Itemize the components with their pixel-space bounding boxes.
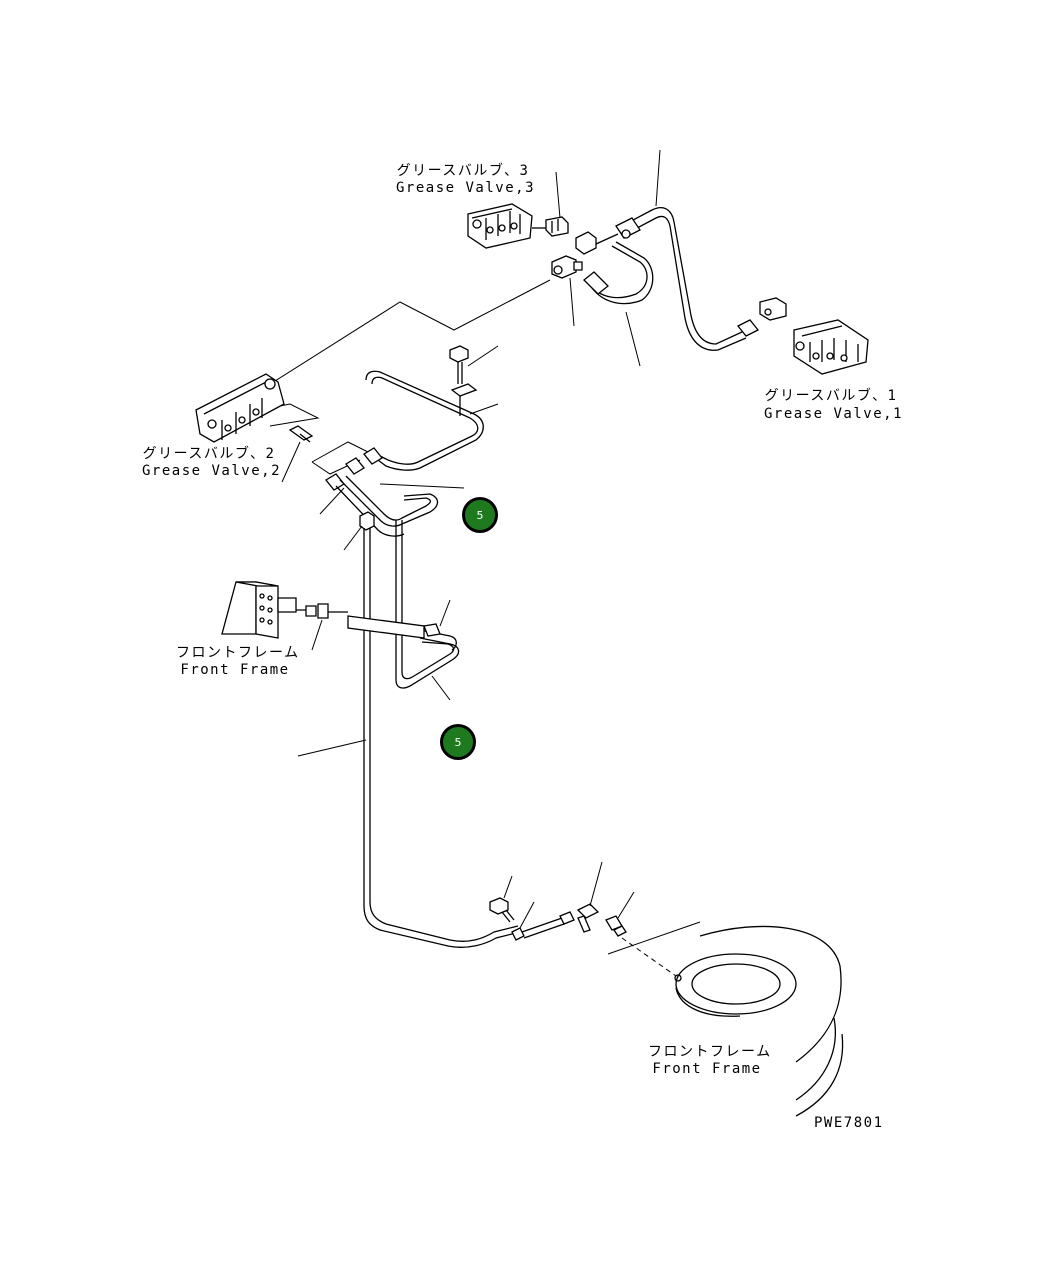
leader-line: [439, 599, 451, 627]
adapter-fitting: [288, 425, 314, 443]
grease-pipe-loop: [395, 520, 460, 689]
clamp: [450, 383, 478, 416]
front-frame-2-label-jp: フロントフレーム: [648, 1044, 772, 1060]
leader-line: [655, 149, 661, 207]
clamp: [511, 927, 525, 941]
leader-line: [343, 525, 363, 551]
callout-hotspot-5[interactable]: 5: [462, 497, 498, 533]
leader-line: [607, 921, 701, 955]
clamp: [359, 511, 375, 531]
leader-line: [297, 739, 367, 757]
pipe-nut: [363, 447, 383, 465]
leader-line: [469, 403, 499, 415]
grease-valve-2: [195, 373, 285, 443]
grease-valve-1-label-jp: グリースバルブ、1: [764, 388, 898, 404]
grease-valve-1: [759, 297, 869, 375]
hose: [347, 615, 425, 639]
front-frame-block: [221, 581, 297, 639]
adapter-fitting: [296, 603, 348, 619]
bolt: [449, 345, 469, 384]
leader-line: [431, 675, 451, 701]
leader-line: [379, 483, 465, 489]
adapter-fitting: [605, 915, 627, 937]
bolt: [489, 897, 515, 923]
pipe-nut: [583, 271, 609, 295]
leader-line: [281, 441, 301, 483]
front-frame-2-label-en: Front Frame: [652, 1061, 762, 1077]
leader-line: [569, 277, 575, 327]
grease-valve-3-label-jp: グリースバルブ、3: [396, 163, 530, 179]
leader-line: [503, 875, 513, 899]
grease-pipe-to-valve-1: [617, 207, 743, 345]
leader-line: [311, 619, 323, 651]
dashed-guide: [621, 937, 677, 977]
grease-valve-3-label-en: Grease Valve,3: [396, 180, 536, 196]
leader-line: [617, 891, 635, 919]
grease-valve-2-label-jp: グリースバルブ、2: [142, 446, 276, 462]
callout-hotspot-5[interactable]: 5: [440, 724, 476, 760]
elbow-fitting: [576, 903, 600, 933]
main-grease-pipe: [365, 370, 484, 471]
callout-number: 5: [476, 508, 484, 522]
leader-line: [589, 861, 603, 907]
grease-valve-1-label-en: Grease Valve,1: [764, 406, 904, 422]
elbow-fitting: [551, 231, 597, 279]
callout-outline: [225, 279, 551, 413]
leader-line: [555, 171, 561, 219]
grease-valve-3: [467, 203, 569, 249]
grease-valve-2-label-en: Grease Valve,2: [142, 463, 282, 479]
callout-number: 5: [454, 735, 462, 749]
leader-line: [467, 345, 499, 367]
leader-line: [519, 901, 535, 929]
drawing-code: PWE7801: [814, 1115, 884, 1131]
leader-line: [319, 487, 345, 515]
front-frame-bottom: [675, 925, 844, 1117]
front-frame-1-label-en: Front Frame: [180, 662, 290, 678]
leader-line: [625, 311, 641, 367]
pipe-nut: [559, 911, 575, 925]
front-frame-1-label-jp: フロントフレーム: [176, 645, 300, 661]
grease-pipe: [587, 233, 648, 299]
